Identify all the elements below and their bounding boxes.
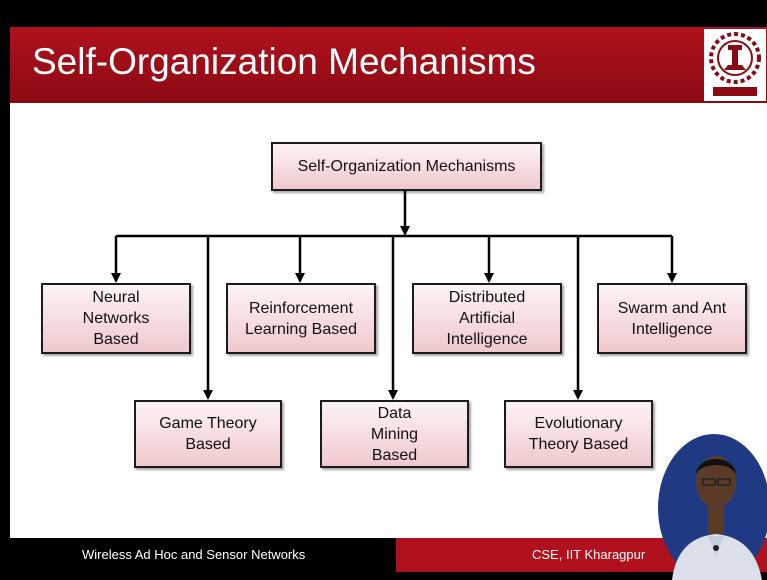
connector-lines (111, 191, 677, 400)
node-evolutionary-theory: Evolutionary Theory Based (504, 400, 653, 468)
node-swarm-ant: Swarm and Ant Intelligence (597, 283, 747, 354)
root-node: Self-Organization Mechanisms (271, 142, 542, 191)
node-data-mining: Data Mining Based (320, 400, 469, 468)
node-distributed-ai: Distributed Artificial Intelligence (412, 283, 562, 354)
diagram-area: Self-Organization Mechanisms Neural Netw… (10, 103, 767, 538)
slide-title: Self-Organization Mechanisms (32, 41, 536, 82)
footer-institute: CSE, IIT Kharagpur (532, 547, 646, 562)
footer-left: Wireless Ad Hoc and Sensor Networks (10, 538, 396, 572)
footer-course: Wireless Ad Hoc and Sensor Networks (82, 547, 306, 562)
node-reinforcement-learning: Reinforcement Learning Based (226, 283, 376, 354)
iit-kharagpur-logo (704, 29, 766, 101)
title-bar: Self-Organization Mechanisms (10, 27, 767, 103)
node-game-theory: Game Theory Based (134, 400, 282, 468)
node-neural-networks: Neural Networks Based (41, 283, 191, 354)
